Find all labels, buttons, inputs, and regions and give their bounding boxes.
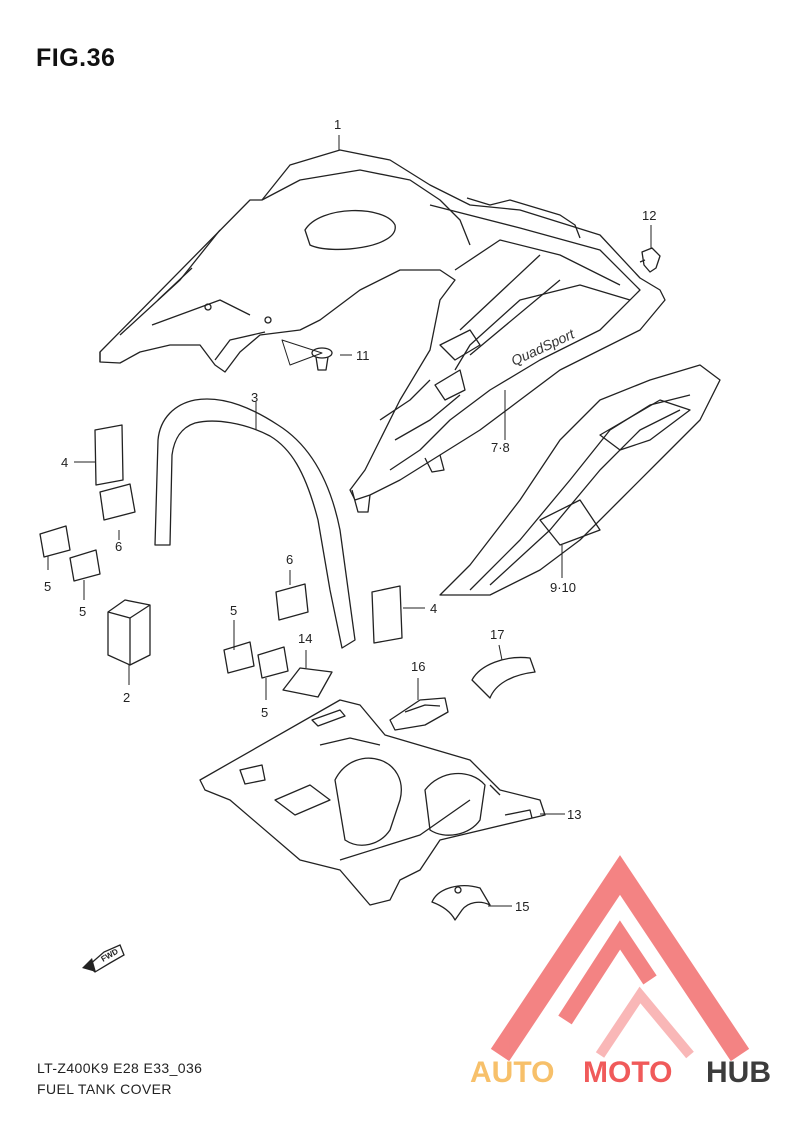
wordmark-moto: MOTO (583, 1056, 672, 1089)
model-code: LT-Z400K9 E28 E33_036 (37, 1060, 203, 1076)
figure-title: FIG.36 (36, 44, 116, 72)
cushion-17-part (471, 656, 536, 699)
fuel-tank-cover-part: QuadSport (99, 149, 666, 513)
wordmark-hub: HUB (706, 1056, 771, 1089)
callout-4-left: 4 (61, 455, 68, 470)
cushion-4-left (94, 424, 124, 486)
clip-12-part (639, 247, 661, 273)
callout-15: 15 (515, 899, 529, 914)
callout-17: 17 (490, 627, 504, 642)
callout-4-right: 4 (430, 601, 437, 616)
cushion-5d (257, 646, 289, 679)
cushion-6-right (275, 583, 309, 621)
callout-3: 3 (251, 390, 258, 405)
callout-5a: 5 (44, 579, 51, 594)
side-decal-part (439, 364, 721, 596)
callout-labels: 1 2 3 4 4 5 5 5 5 6 6 7·8 9·10 11 12 13 … (44, 117, 656, 914)
callout-5c: 5 (230, 603, 237, 618)
floor-undercover-part (199, 699, 546, 906)
callout-16: 16 (411, 659, 425, 674)
callout-5b: 5 (79, 604, 86, 619)
callout-6-left: 6 (115, 539, 122, 554)
callout-6-right: 6 (286, 552, 293, 567)
part-name: FUEL TANK COVER (37, 1081, 172, 1097)
cushion-5c (223, 641, 255, 674)
cushion-4-right (371, 585, 403, 644)
fwd-arrow-icon: FWD (82, 944, 125, 973)
clamp-15-part (431, 885, 491, 921)
callout-5d: 5 (261, 705, 268, 720)
cushion-5a (39, 525, 71, 558)
cushion-5b (69, 549, 101, 582)
callout-2: 2 (123, 690, 130, 705)
callout-11: 11 (356, 348, 370, 363)
clip-11-part (311, 347, 333, 371)
callout-9-10: 9·10 (550, 580, 576, 595)
callout-14: 14 (298, 631, 312, 646)
pad-14 (282, 667, 333, 698)
wordmark-auto: AUTO (470, 1056, 554, 1089)
cushion-6-left (99, 483, 136, 521)
automotohub-watermark-logo (490, 855, 750, 1062)
damper-block-part (107, 599, 151, 666)
automotohub-wordmark: AUTO MOTO HUB (470, 1056, 771, 1089)
tank-strip-part (154, 398, 356, 649)
callout-7-8: 7·8 (491, 440, 510, 455)
callout-13: 13 (567, 807, 581, 822)
callout-1: 1 (334, 117, 341, 132)
bracket-16-part (389, 697, 449, 731)
callout-12: 12 (642, 208, 656, 223)
